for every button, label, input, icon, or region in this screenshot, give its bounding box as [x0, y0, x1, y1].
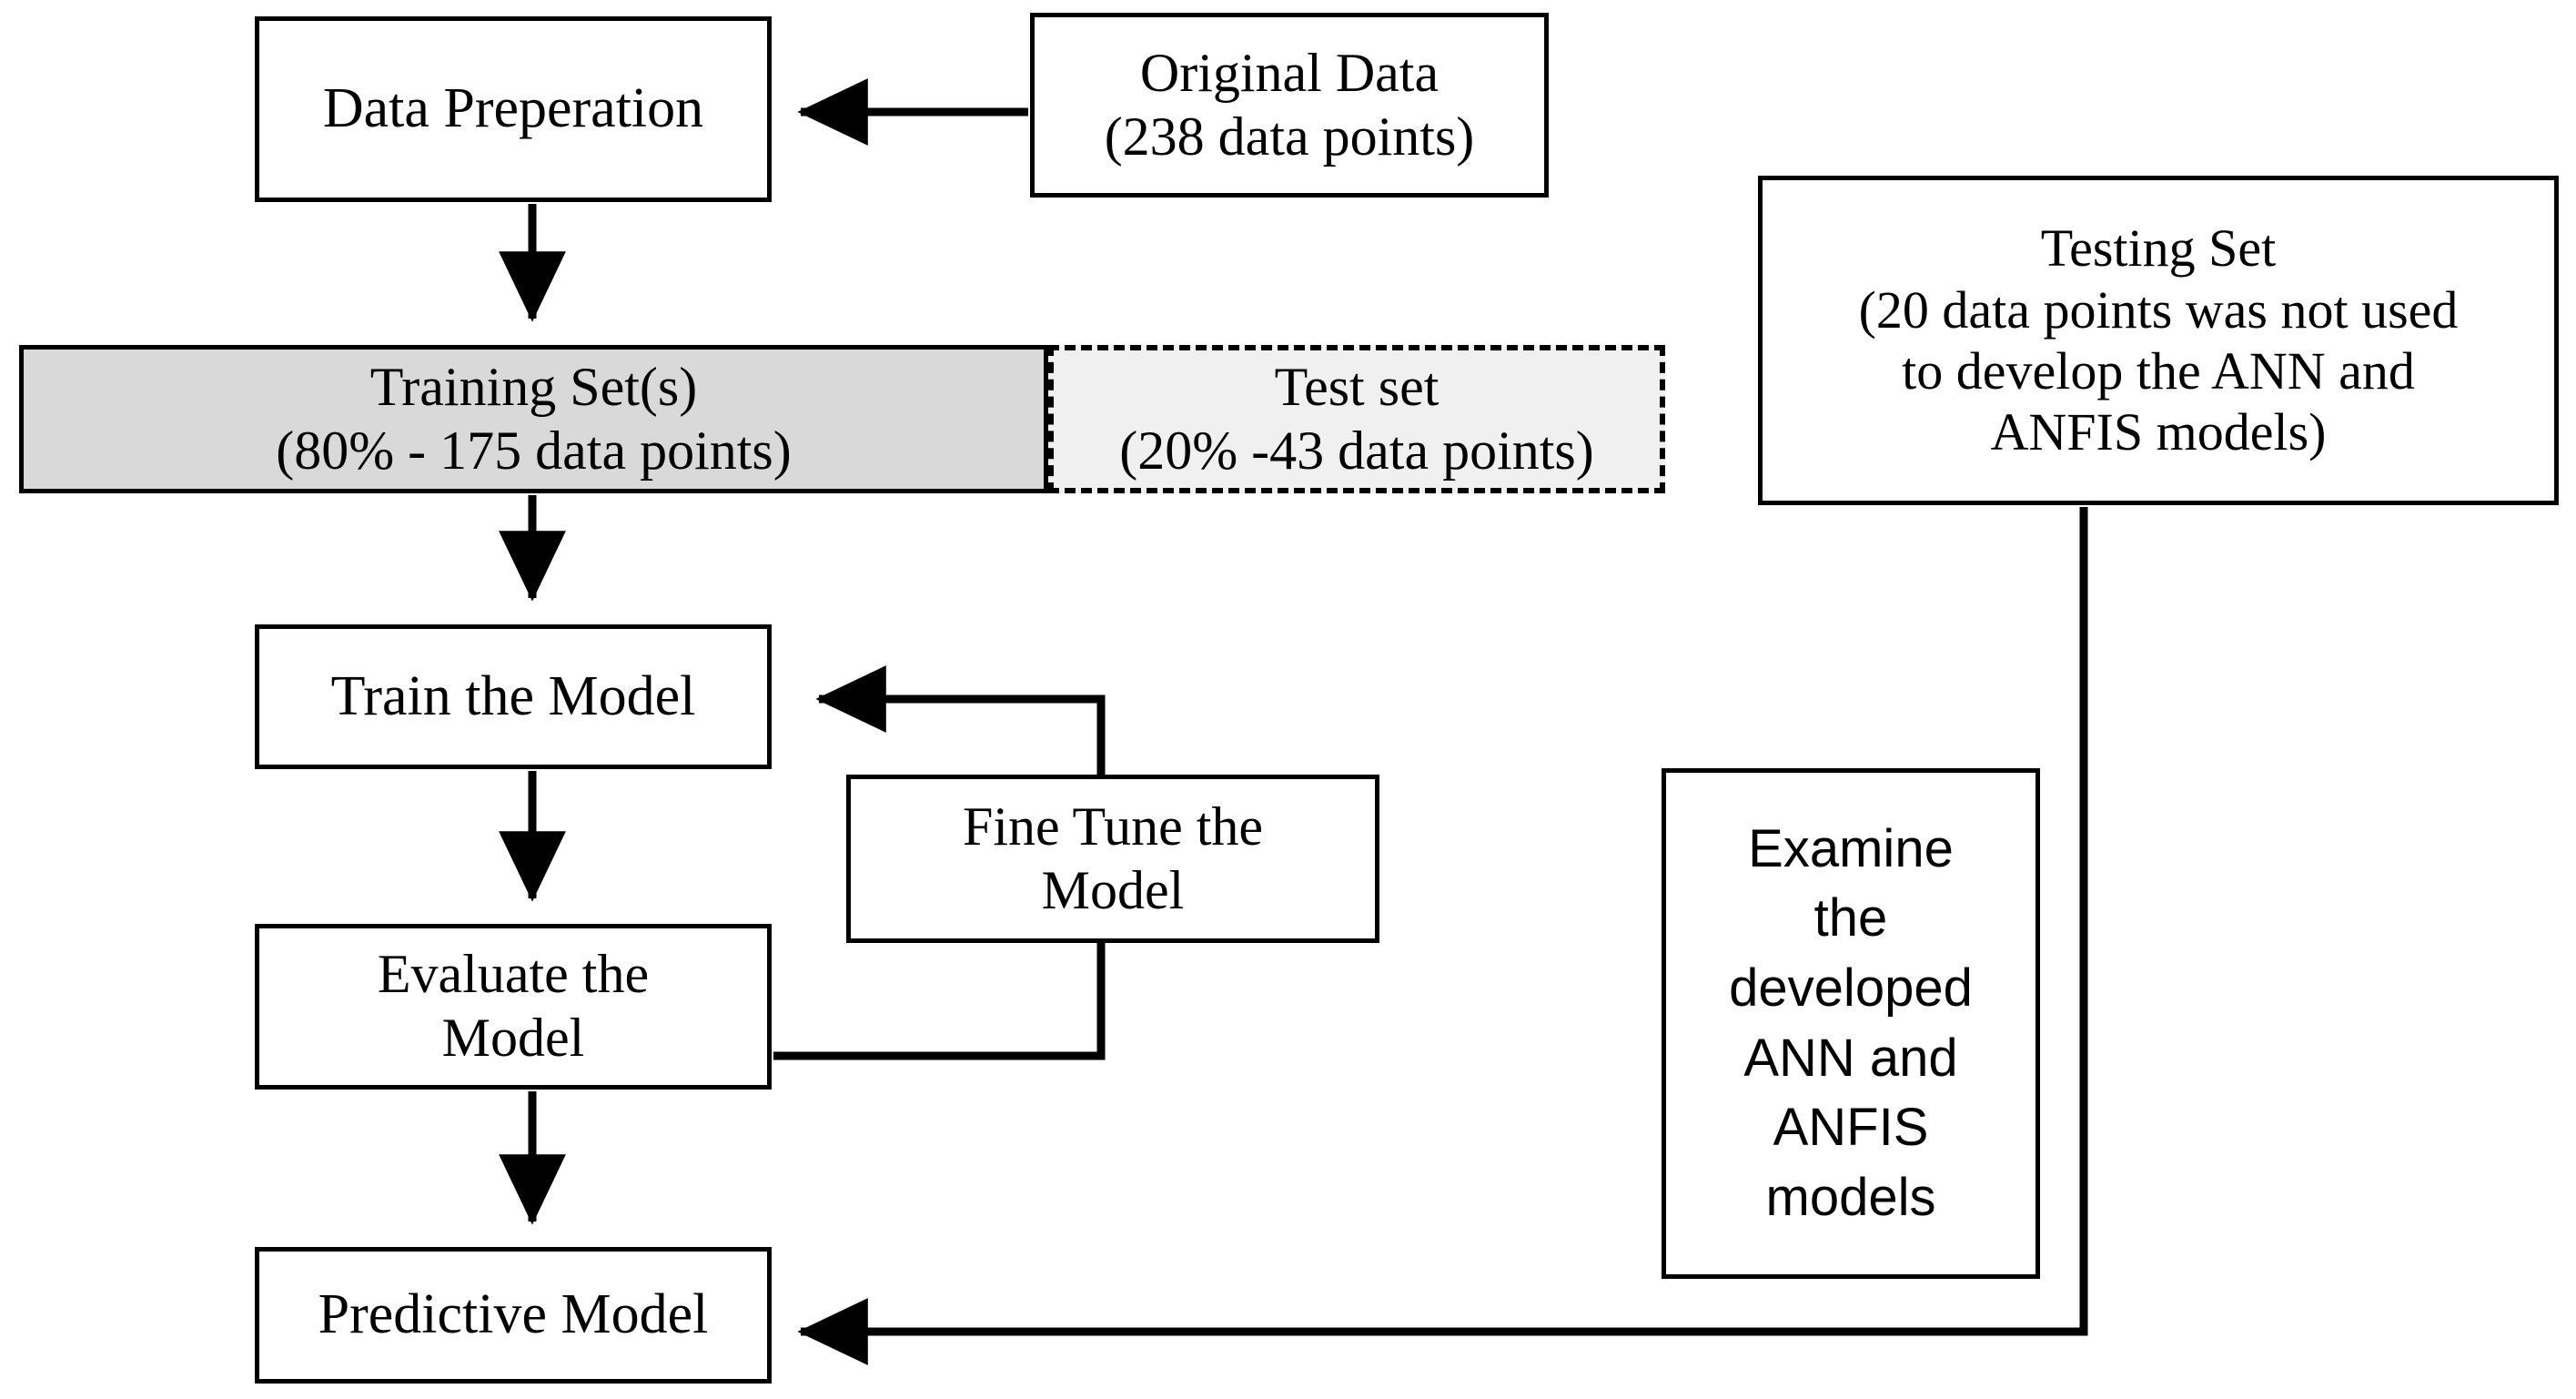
node-original-data[interactable]: Original Data (238 data points)	[1030, 13, 1549, 198]
node-evaluate-the-model[interactable]: Evaluate the Model	[255, 924, 772, 1090]
node-predictive-model[interactable]: Predictive Model	[255, 1247, 772, 1384]
node-training-set[interactable]: Training Set(s) (80% - 175 data points)	[19, 345, 1048, 493]
node-fine-tune-the-model[interactable]: Fine Tune the Model	[846, 775, 1379, 943]
node-train-the-model[interactable]: Train the Model	[255, 624, 772, 769]
node-testing-set[interactable]: Testing Set (20 data points was not used…	[1758, 176, 2559, 505]
node-examine-models[interactable]: Examine the developed ANN and ANFIS mode…	[1662, 768, 2040, 1279]
node-data-preparation[interactable]: Data Preperation	[255, 16, 772, 202]
node-test-set[interactable]: Test set (20% -43 data points)	[1048, 345, 1665, 493]
